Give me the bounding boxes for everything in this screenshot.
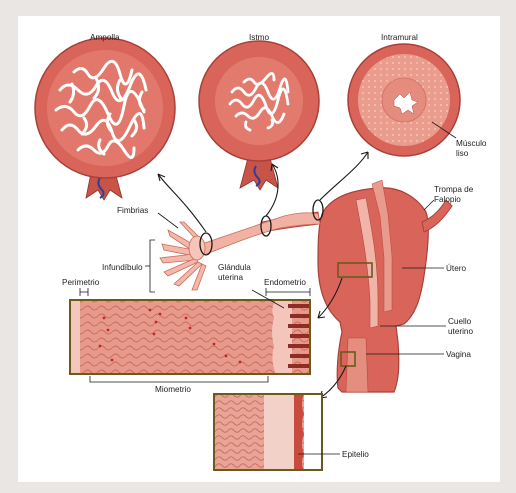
istmo-muscle bbox=[215, 57, 303, 145]
vagina-lamina-propria bbox=[264, 394, 294, 470]
label-intramural: Intramural bbox=[381, 33, 418, 42]
label-utero: Útero bbox=[446, 263, 466, 273]
infundibulum bbox=[189, 236, 205, 260]
label-epitelio: Epitelio bbox=[342, 450, 369, 459]
label-cuello-1: Cuello bbox=[448, 317, 472, 326]
endometrium-stroma bbox=[272, 300, 292, 374]
label-glandula-1: Glándula bbox=[218, 263, 251, 272]
label-istmo: Istmo bbox=[249, 33, 269, 42]
perimetrium-layer bbox=[70, 300, 80, 374]
vagina-lumen bbox=[304, 394, 322, 470]
uterine-wall-panel bbox=[70, 300, 310, 374]
label-endometrio: Endometrio bbox=[264, 278, 306, 287]
vagina-wall-panel bbox=[214, 394, 322, 470]
label-trompa-2: Falopio bbox=[434, 195, 461, 204]
label-musculo-liso-1: Músculo bbox=[456, 139, 487, 148]
cervical-canal bbox=[346, 338, 368, 392]
label-infundibulo: Infundíbulo bbox=[102, 263, 143, 272]
label-cuello-2: uterino bbox=[448, 327, 473, 336]
label-vagina: Vagina bbox=[446, 350, 471, 359]
label-ampolla: Ampolla bbox=[90, 33, 120, 42]
label-fimbrias: Fimbrias bbox=[117, 206, 148, 215]
label-miometrio: Miometrio bbox=[155, 385, 191, 394]
label-perimetrio: Perimetrio bbox=[62, 278, 100, 287]
label-trompa-1: Trompa de bbox=[434, 185, 474, 194]
label-musculo-liso-2: liso bbox=[456, 149, 469, 158]
label-glandula-2: uterina bbox=[218, 273, 243, 282]
